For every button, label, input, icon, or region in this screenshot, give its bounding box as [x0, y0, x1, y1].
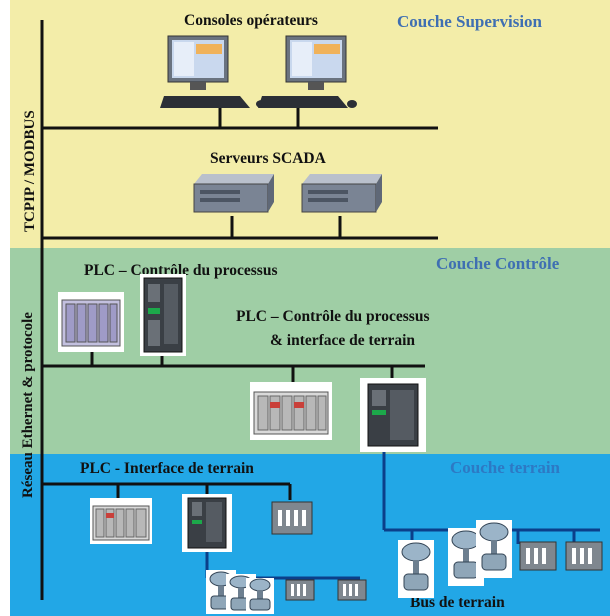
consoles-label: Consoles opérateurs	[184, 12, 318, 29]
field-io-module-1	[519, 541, 557, 571]
control-valve-1	[398, 540, 434, 598]
operator-console-1	[160, 35, 268, 108]
plc-process-label: PLC – Contrôle du processus	[84, 262, 278, 279]
field-layer-title: Couche terrain	[450, 458, 561, 477]
plc-process-field-label-line2: & interface de terrain	[270, 332, 416, 349]
small-valve-3	[246, 578, 274, 614]
supervision-layer-title: Couche Supervision	[397, 12, 542, 31]
plc-rack-modular	[58, 292, 124, 352]
operator-console-2	[258, 35, 357, 108]
plc-process-field-unit	[360, 378, 426, 452]
control-layer-title: Couche Contrôle	[436, 254, 560, 273]
plc-cpu-unit	[140, 274, 186, 356]
fieldbus-label: Bus de terrain	[410, 594, 505, 611]
control-valve-3	[476, 520, 512, 578]
field-plc-cpu	[182, 494, 232, 552]
field-io-module-2	[565, 541, 603, 571]
small-io-module-1	[285, 579, 315, 601]
plc-io-rack	[250, 382, 332, 440]
field-plc-io-rack	[90, 498, 152, 544]
plc-field-label: PLC - Interface de terrain	[80, 460, 254, 477]
protocol-label: TCPIP / MODBUS	[22, 110, 38, 232]
small-io-module-2	[337, 579, 367, 601]
plc-process-field-label-line1: PLC – Contrôle du processus	[236, 308, 430, 325]
scada-servers-label: Serveurs SCADA	[210, 150, 326, 167]
scada-server-1	[193, 174, 274, 213]
field-plc-compact	[271, 501, 313, 535]
scada-server-2	[301, 174, 382, 213]
network-label: Réseau Ethernet & protocole	[20, 312, 36, 498]
